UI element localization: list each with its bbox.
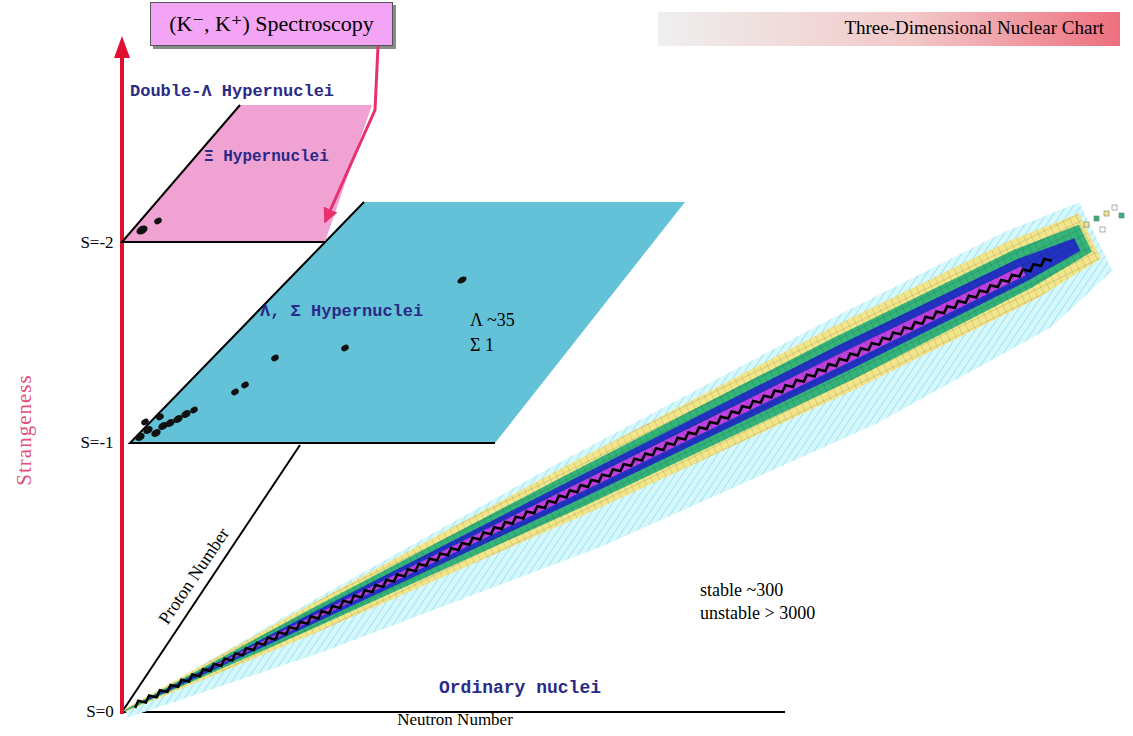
plane-heading: Double-Λ Hypernuclei (130, 82, 334, 102)
pointer-arrow (325, 46, 378, 222)
s2-plane: Double-Λ HypernucleiΞ Hypernuclei (122, 90, 372, 242)
axis-title: Neutron Number (397, 710, 513, 730)
plane-heading: Ξ Hypernuclei (204, 148, 329, 166)
strangeness-axis (120, 54, 124, 714)
scattered-nuclides (1084, 205, 1124, 232)
plane-heading: Λ, Σ Hypernuclei (260, 302, 423, 322)
count-note: Λ ~35 (470, 310, 515, 331)
strangeness-value: S=-1 (80, 433, 113, 453)
axis-title: Proton Number (154, 524, 234, 628)
nuclide-band (106, 197, 1128, 736)
count-note: unstable > 3000 (700, 603, 815, 624)
box-label: Three-Dimensional Nuclear Chart (844, 17, 1104, 39)
region-label: Ordinary nuclei (439, 678, 601, 699)
count-note: Σ 1 (470, 335, 494, 356)
axis-arrowhead (114, 36, 130, 58)
title-box: Three-Dimensional Nuclear Chart (658, 12, 1120, 46)
spectroscopy-box: (K⁻, K⁺) Spectroscopy (150, 2, 393, 46)
count-note: stable ~300 (700, 580, 783, 601)
box-label: (K⁻, K⁺) Spectroscopy (169, 11, 374, 37)
strangeness-value: S=0 (86, 702, 114, 722)
strangeness-value: S=-2 (80, 233, 113, 253)
axis-title: Strangeness (12, 374, 36, 485)
